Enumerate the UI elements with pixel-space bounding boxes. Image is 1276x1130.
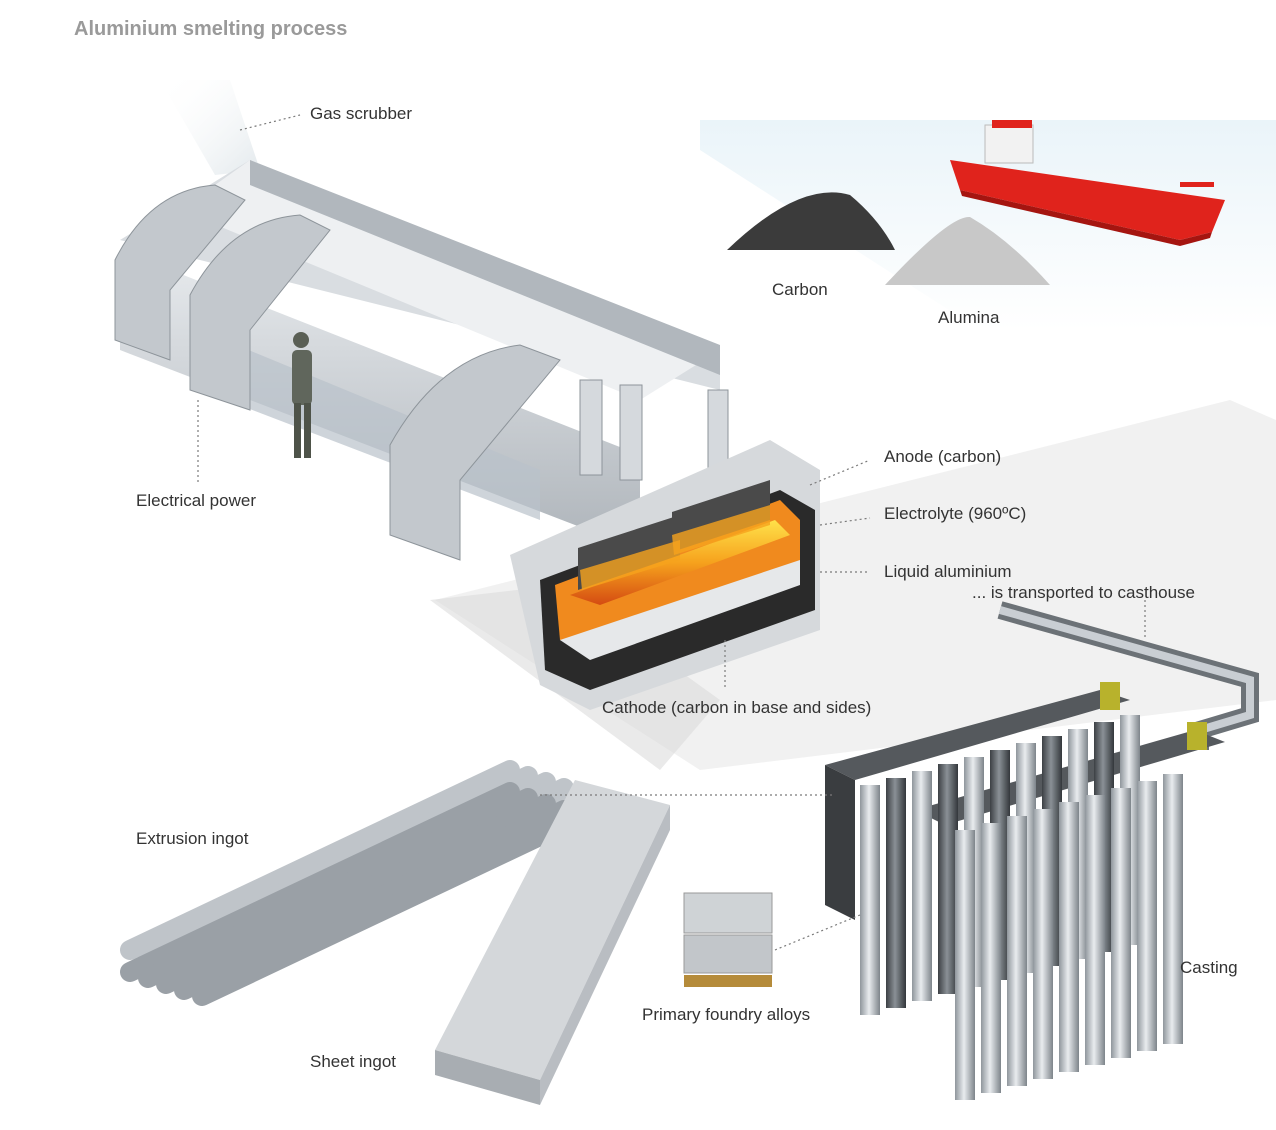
casting-rod: [955, 830, 975, 1100]
label-gas-scrubber: Gas scrubber: [310, 104, 413, 123]
label-carbon: Carbon: [772, 280, 828, 299]
ship: [950, 120, 1225, 246]
extrusion-rod: [120, 782, 520, 982]
label-anode: Anode (carbon): [884, 447, 1002, 466]
electrolytic-cell: [510, 440, 820, 710]
carbon-pile: [727, 192, 895, 250]
alumina-pile: [885, 216, 1050, 285]
extrusion-rod: [120, 760, 520, 960]
worker-figure: [292, 332, 312, 458]
casting-rods: [860, 715, 1183, 1100]
label-alumina: Alumina: [938, 308, 1000, 327]
label-electrical-power: Electrical power: [136, 491, 256, 510]
casting-rod: [1137, 781, 1157, 1051]
label-extrusion-ingot: Extrusion ingot: [136, 829, 249, 848]
casting-rod: [1163, 774, 1183, 1044]
casting-rod: [938, 764, 958, 994]
casting-rod: [1059, 802, 1079, 1072]
gas-stream: [160, 80, 260, 175]
casting-rod: [1085, 795, 1105, 1065]
label-casting: Casting: [1180, 958, 1238, 977]
foundry-alloy-stack: [683, 892, 773, 987]
label-cathode: Cathode (carbon in base and sides): [602, 698, 872, 717]
label-primary-foundry-alloys: Primary foundry alloys: [642, 1005, 811, 1024]
leader-lines: [197, 114, 1146, 951]
casting-rod: [1007, 816, 1027, 1086]
label-transported: ... is transported to casthouse: [972, 583, 1196, 602]
extrusion-ingot-stack: [120, 760, 592, 1006]
casting-rod: [886, 778, 906, 1008]
diagram-title: Aluminium smelting process: [74, 18, 348, 40]
label-electrolyte: Electrolyte (960ºC): [884, 504, 1027, 523]
label-liquid-aluminium: Liquid aluminium: [884, 562, 1012, 581]
extrusion-rod: [192, 806, 592, 1006]
extrusion-rod: [156, 794, 556, 994]
sheet-ingot: [435, 780, 670, 1105]
extrusion-rod: [138, 788, 538, 988]
casting-rod: [912, 771, 932, 1001]
potline-building: [114, 160, 729, 561]
casting-rod: [1033, 809, 1053, 1079]
casting-rod: [981, 823, 1001, 1093]
label-sheet-ingot: Sheet ingot: [310, 1052, 397, 1071]
casting-rod: [860, 785, 880, 1015]
extrusion-rod: [174, 800, 574, 1000]
casting-rod: [1111, 788, 1131, 1058]
sea-area: [700, 120, 1276, 330]
